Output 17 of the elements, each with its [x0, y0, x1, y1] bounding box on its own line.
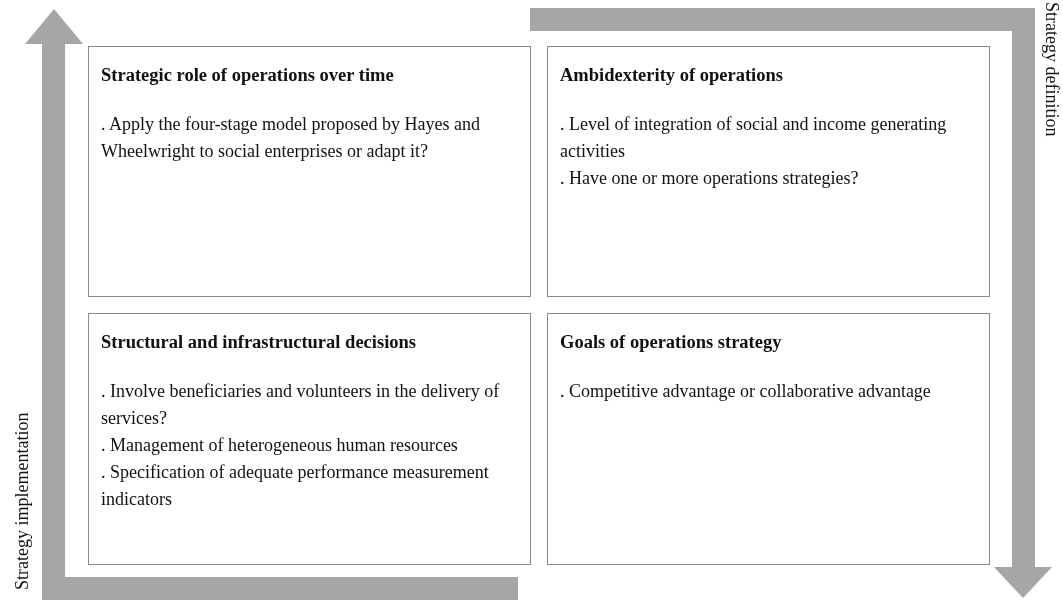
box-heading: Strategic role of operations over time	[101, 64, 395, 87]
box-heading: Ambidexterity of operations	[560, 64, 784, 87]
bullet-text: . Involve beneficiaries and volunteers in the delivery of services?	[101, 380, 501, 430]
bullet-text: . Specification of adequate performance measurement indicators	[101, 461, 490, 511]
topic-box	[88, 46, 531, 297]
bullet-text: . Have one or more operations strategies?	[560, 167, 860, 190]
axis-label: Strategy implementation	[11, 412, 33, 590]
bullet-text: . Level of integration of social and income generating activities	[560, 113, 948, 163]
axis-label: Strategy definition	[1041, 2, 1063, 137]
bullet-text: . Management of heterogeneous human resources	[101, 434, 459, 457]
topic-box	[88, 313, 531, 565]
box-heading: Structural and infrastructural decisions	[101, 331, 417, 354]
bullet-text: . Competitive advantage or collaborative advantage	[560, 380, 932, 403]
topic-box	[547, 313, 990, 565]
topic-box	[547, 46, 990, 297]
box-heading: Goals of operations strategy	[560, 331, 783, 354]
bullet-text: . Apply the four-stage model proposed by Hayes and Wheelwright to social enterprises or adapt it?	[101, 113, 482, 163]
